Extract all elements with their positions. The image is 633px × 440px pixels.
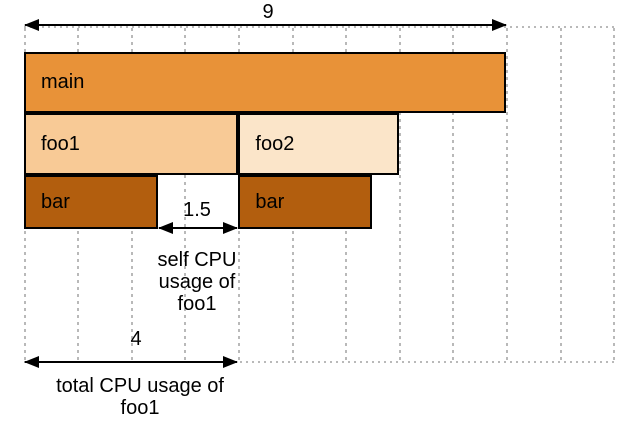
gridline	[505, 28, 508, 360]
arrow-shaft	[159, 227, 237, 229]
dashed-guide-bottom	[24, 361, 618, 363]
gridline	[452, 28, 455, 360]
dashed-guide-top	[24, 26, 618, 28]
frame-foo1: foo1	[24, 113, 238, 175]
total-usage-arrow	[24, 356, 238, 368]
self-usage-caption: self CPU usage of foo1	[157, 249, 237, 315]
total-width-value: 9	[262, 1, 274, 23]
gridline	[613, 28, 616, 360]
total-usage-value: 4	[130, 328, 142, 350]
frame-label: bar	[41, 190, 70, 213]
total-usage-caption: total CPU usage of foo1	[56, 375, 224, 419]
frame-label: main	[41, 71, 85, 93]
total-width-arrow	[24, 19, 507, 31]
arrow-right-head	[223, 222, 238, 234]
gridline	[398, 28, 401, 360]
arrow-right-head	[492, 19, 507, 31]
frame-bar-left: bar	[24, 175, 158, 229]
frame-bar-right: bar	[238, 175, 373, 229]
arrow-shaft	[25, 361, 237, 363]
arrow-shaft	[25, 24, 506, 26]
frame-label: foo2	[255, 132, 295, 155]
frame-foo2: foo2	[238, 113, 400, 175]
arrow-right-head	[223, 356, 238, 368]
self-usage-arrow	[158, 222, 238, 234]
self-usage-value: 1.5	[183, 199, 211, 221]
gridline	[184, 28, 187, 360]
frame-main: main	[24, 52, 506, 113]
frame-label: bar	[255, 190, 285, 213]
frame-label: foo1	[41, 132, 80, 155]
gridline	[559, 28, 562, 360]
